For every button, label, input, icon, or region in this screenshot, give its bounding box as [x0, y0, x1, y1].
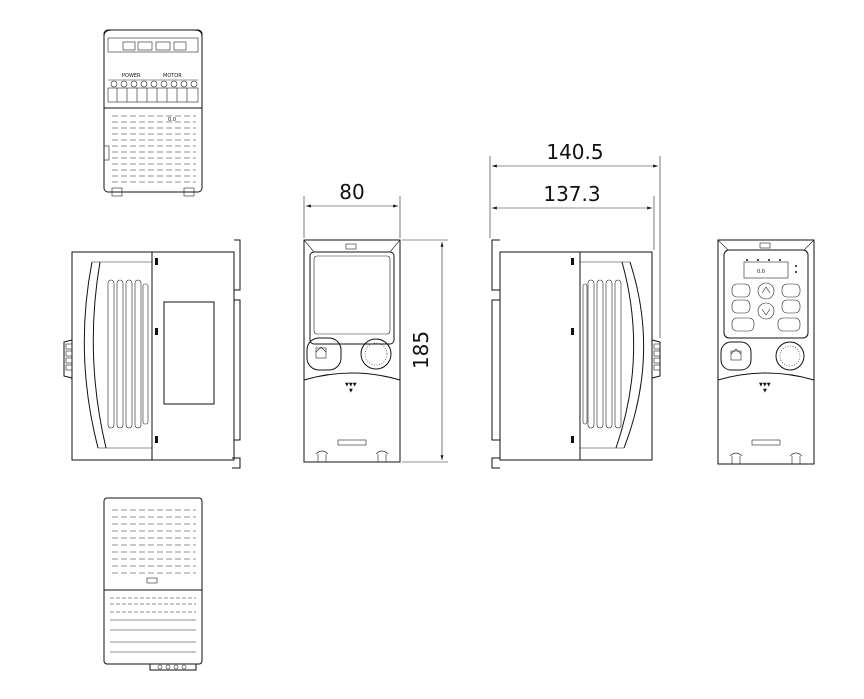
dimension-depth-overall: 140.5: [489, 140, 661, 338]
run-key-icon: [731, 317, 755, 332]
terminal-screws: [110, 80, 198, 88]
motor-label: MOTOR: [163, 73, 182, 79]
depth-body-dimension-label: 137.3: [543, 182, 600, 206]
svg-text:▼▼▼: ▼▼▼: [345, 382, 357, 388]
depth-overall-dimension-label: 140.5: [546, 140, 603, 164]
dimension-width: 80: [303, 180, 401, 238]
bottom-view-vent-slots: [112, 509, 196, 574]
stop-reset-key-icon: [777, 317, 801, 332]
svg-text:▼: ▼: [763, 388, 767, 394]
front-dial-icon: [360, 338, 392, 370]
svg-text:▼▼▼: ▼▼▼: [759, 382, 771, 388]
dimension-height: 185: [402, 239, 448, 463]
keypad-display-readout: 0.0: [757, 269, 765, 275]
top-display-readout: 0.0: [168, 117, 176, 123]
keypad-front-view: 0.0 ▼▼▼ ▼: [717, 239, 815, 465]
height-dimension-label: 185: [409, 331, 433, 369]
quick-key-icon: [731, 299, 751, 314]
top-view: POWER MOTOR 0.0: [103, 29, 203, 197]
program-key-icon: [731, 283, 751, 298]
enter-key-icon: [781, 283, 801, 298]
power-label: POWER: [122, 73, 141, 79]
keypad-dial-icon: [775, 341, 805, 371]
front-view: ▼▼▼ ▼: [303, 239, 401, 463]
status-led-row: [746, 259, 797, 273]
bottom-view: [103, 497, 203, 671]
left-side-view: [63, 239, 241, 469]
up-key-icon: [757, 282, 775, 300]
width-dimension-label: 80: [339, 180, 364, 204]
left-side-vent-slots: [107, 279, 149, 429]
right-side-vent-slots: [582, 279, 622, 429]
top-view-vent-slots: [112, 115, 196, 183]
svg-text:▼: ▼: [349, 388, 353, 394]
dimension-depth-body: 137.3: [492, 182, 655, 250]
down-key-icon: [757, 302, 775, 320]
shift-key-icon: [781, 299, 801, 314]
right-side-view: [491, 239, 661, 469]
